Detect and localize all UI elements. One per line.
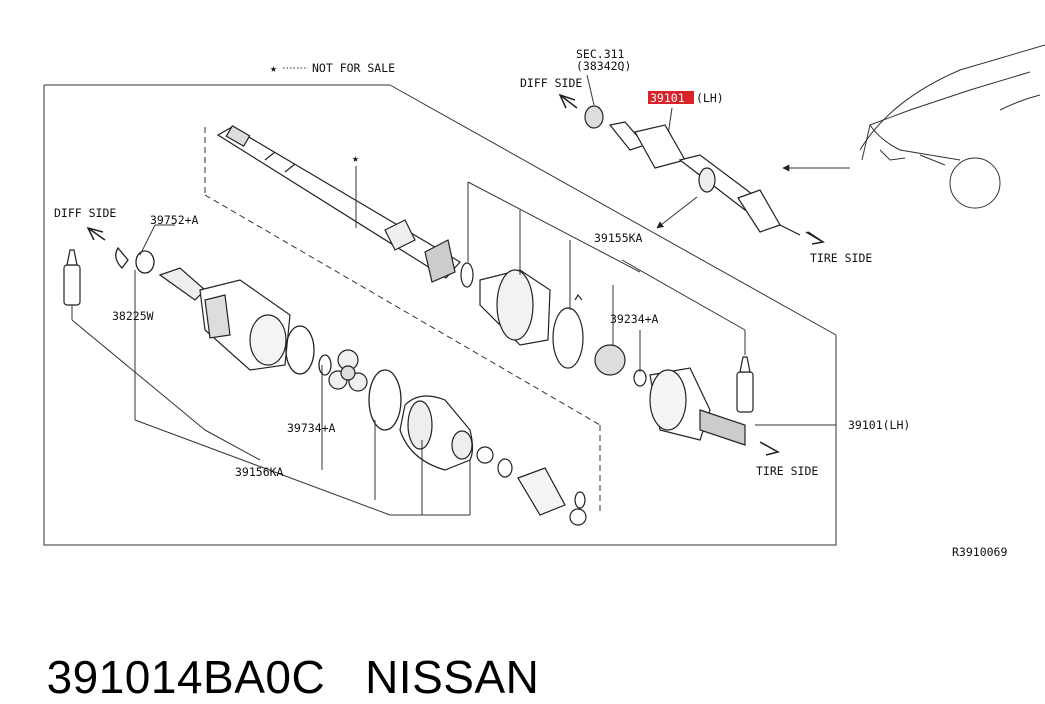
tire-side-bottom-label: TIRE SIDE [756, 464, 818, 478]
highlight-box [648, 91, 694, 104]
part-number: 391014BA0C [46, 651, 326, 703]
ref-code: R3910069 [952, 545, 1007, 559]
highlight-suffix-label: (LH) [696, 91, 724, 105]
label-39734: 39734+A [287, 421, 336, 435]
star-mark: ★ [352, 151, 359, 165]
outer-boot [460, 262, 584, 369]
inner-boot [399, 395, 494, 471]
legend-star: ★ [270, 61, 277, 75]
outer-cv-joint [594, 344, 746, 446]
highlight-part-label: 39101 [650, 91, 685, 105]
tire-side-top-label: TIRE SIDE [810, 251, 872, 265]
brand-name: NISSAN [365, 651, 540, 703]
part-caption: 391014BA0C NISSAN [20, 596, 539, 704]
inner-shaft [216, 124, 461, 283]
dashed-box [204, 127, 601, 515]
boot-clamp-large [368, 369, 402, 431]
sec-ref-label: SEC.311 [576, 47, 625, 61]
inner-cv-joint [158, 267, 291, 371]
label-38225: 38225W [112, 309, 154, 323]
leader-lines [71, 74, 836, 516]
grease-tube-left [63, 249, 81, 306]
main-frame [43, 84, 837, 546]
label-39101: 39101(LH) [848, 418, 910, 432]
label-39234: 39234+A [610, 312, 659, 326]
diff-side-top-label: DIFF SIDE [520, 76, 582, 90]
diagram-canvas: ★ NOT FOR SALE ★ [43, 44, 1045, 559]
diff-side-left-label: DIFF SIDE [54, 206, 116, 220]
ring-39734 [285, 325, 332, 376]
sec-sub-label: (38342Q) [576, 59, 631, 73]
not-for-sale-legend: ★ NOT FOR SALE [270, 61, 395, 75]
grease-tube-right [736, 356, 754, 413]
label-39156: 39156KA [235, 465, 284, 479]
vehicle-sketch [859, 44, 1045, 209]
parts-diagram: ★ NOT FOR SALE ★ [43, 44, 1045, 559]
direction-arrows [86, 93, 825, 456]
label-39155: 39155KA [594, 231, 643, 245]
tripod-spider [328, 349, 368, 392]
assembled-axle [584, 105, 801, 236]
small-boot [497, 458, 587, 526]
legend-text: NOT FOR SALE [312, 61, 395, 75]
snap-ring-39752 [115, 246, 155, 274]
label-39752: 39752+A [150, 213, 199, 227]
